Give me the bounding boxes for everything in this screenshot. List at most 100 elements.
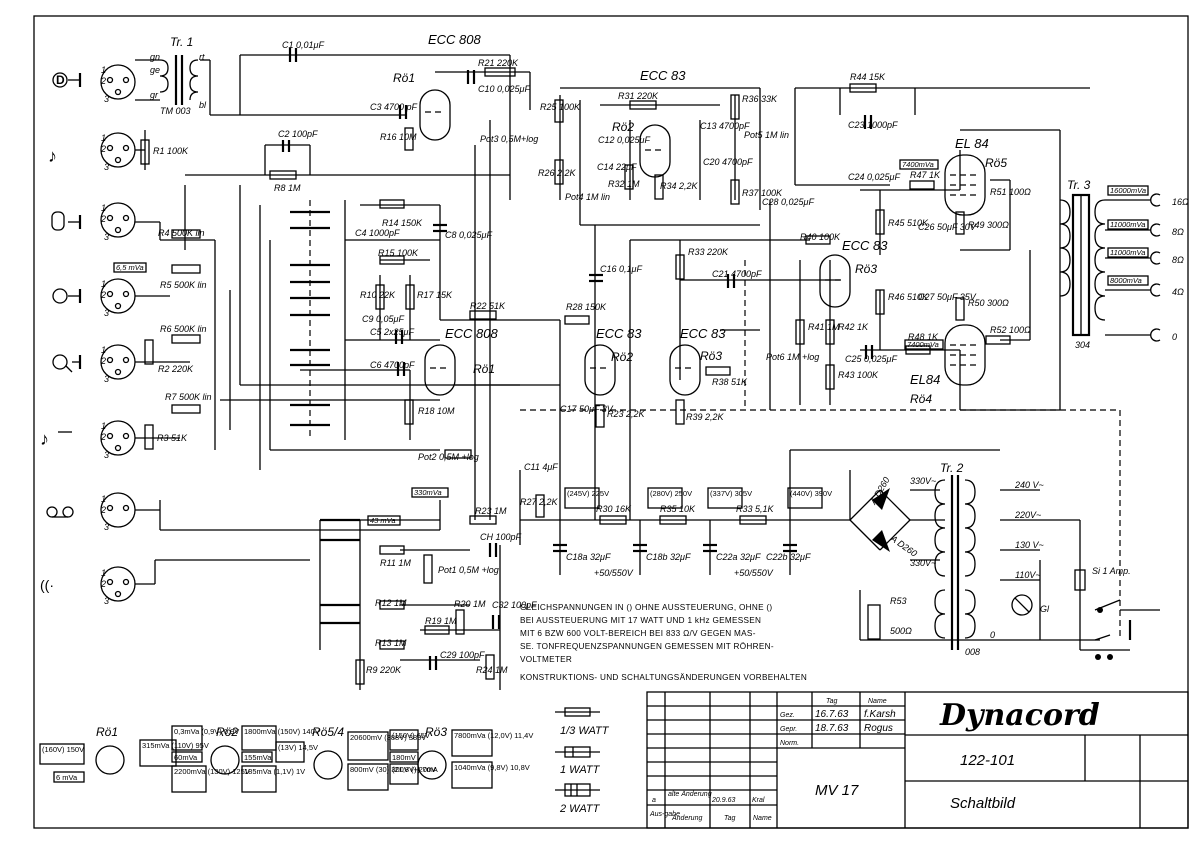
svg-text:220V~: 220V~	[1014, 510, 1041, 520]
svg-text:EL84: EL84	[910, 372, 940, 387]
microphone-icon	[51, 211, 65, 231]
svg-text:EL 84: EL 84	[955, 136, 989, 151]
svg-text:2: 2	[100, 214, 106, 224]
svg-text:Rö1: Rö1	[473, 362, 495, 376]
svg-text:CH 100pF: CH 100pF	[480, 532, 522, 542]
svg-text:Pot3 0,5M+log: Pot3 0,5M+log	[480, 134, 538, 144]
svg-text:R17 15K: R17 15K	[417, 290, 453, 300]
svg-text:gr: gr	[150, 90, 159, 100]
wiring	[135, 54, 1160, 690]
input-jack-4: 123	[52, 278, 136, 318]
svg-text:Pot5 1M lin: Pot5 1M lin	[744, 130, 789, 140]
pinouts: Rö1 (160V) 150V 315mVa (110V) 95V 6 mVa …	[39, 725, 533, 793]
svg-text:C5 2x25μF: C5 2x25μF	[370, 327, 414, 337]
svg-text:R23 2,2K: R23 2,2K	[607, 409, 646, 419]
svg-text:800mV (30) 300V (+) 7mA: 800mV (30) 300V (+) 7mA	[350, 765, 438, 774]
svg-text:18.7.63: 18.7.63	[815, 723, 849, 734]
svg-text:R33 5,1K: R33 5,1K	[736, 504, 775, 514]
svg-text:2: 2	[100, 579, 106, 589]
svg-text:3: 3	[104, 522, 109, 532]
fuse-icon	[1074, 569, 1086, 591]
svg-text:Si 1 Amp.: Si 1 Amp.	[1092, 566, 1131, 576]
svg-text:7400mVa: 7400mVa	[902, 160, 934, 169]
tube-ro2-mid	[584, 344, 616, 396]
title-block: Tag Name Gez. Gepr. Norm. 16.7.63 f.Kars…	[646, 691, 1189, 829]
svg-text:f.Karsh: f.Karsh	[864, 709, 896, 720]
svg-text:R34 2,2K: R34 2,2K	[660, 181, 699, 191]
input-jack-6: ♪ 123	[40, 420, 136, 460]
svg-text:C11 4μF: C11 4μF	[524, 462, 558, 472]
svg-text:C14 22μF: C14 22μF	[597, 162, 637, 172]
svg-text:8000mVa: 8000mVa	[1110, 276, 1142, 285]
svg-text:240 V~: 240 V~	[1014, 480, 1044, 490]
svg-text:Rö2: Rö2	[611, 350, 633, 364]
svg-text:180mV: 180mV	[392, 753, 416, 762]
svg-text:1: 1	[101, 65, 106, 75]
svg-text:bl: bl	[199, 100, 207, 110]
svg-text:1: 1	[101, 568, 106, 578]
component-bodies	[140, 48, 1011, 685]
svg-text:2200mVa (130V) 125V: 2200mVa (130V) 125V	[174, 767, 250, 776]
tube-ro3-low	[669, 344, 701, 396]
svg-text:(337V) 305V: (337V) 305V	[710, 489, 752, 498]
svg-text:(150V) 65V: (150V) 65V	[392, 731, 430, 740]
svg-text:(440V) 390V: (440V) 390V	[790, 489, 832, 498]
svg-text:Tag: Tag	[724, 815, 736, 822]
tr2-label: Tr. 2	[940, 461, 964, 475]
svg-text:ECC 83: ECC 83	[842, 238, 888, 253]
svg-text:C24 0,025μF: C24 0,025μF	[848, 172, 900, 182]
svg-text:2: 2	[100, 505, 106, 515]
dynacord-logo: Dynacord	[939, 698, 1100, 733]
svg-text:C12 0,025μF: C12 0,025μF	[598, 135, 650, 145]
svg-text:330V~: 330V~	[910, 558, 936, 568]
svg-text:C2 100pF: C2 100pF	[278, 129, 318, 139]
svg-text:A D260: A D260	[888, 533, 919, 559]
svg-text:C10 0,025μF: C10 0,025μF	[478, 84, 530, 94]
svg-text:2: 2	[100, 144, 106, 154]
svg-text:11000mVa: 11000mVa	[1110, 220, 1145, 229]
svg-text:R13 1M: R13 1M	[375, 638, 407, 648]
svg-text:16.7.63: 16.7.63	[815, 709, 849, 720]
svg-text:2 WATT: 2 WATT	[559, 803, 601, 815]
svg-text:3: 3	[104, 308, 109, 318]
svg-text:Rö4: Rö4	[910, 392, 932, 406]
svg-text:315mVa (110V) 95V: 315mVa (110V) 95V	[142, 741, 209, 750]
svg-text:11000mVa: 11000mVa	[1110, 248, 1145, 257]
svg-text:R14 150K: R14 150K	[382, 218, 423, 228]
svg-text:MIT 6 BZW 600 VOLT-BEREICH BEI: MIT 6 BZW 600 VOLT-BEREICH BEI 833 Ω/V G…	[520, 629, 756, 638]
input-jack-1: D 123	[52, 64, 136, 104]
svg-text:(245V) 225V: (245V) 225V	[567, 489, 609, 498]
svg-text:R33 220K: R33 220K	[688, 247, 729, 257]
svg-text:R12 1M: R12 1M	[375, 598, 407, 608]
tr3-label: Tr. 3	[1067, 178, 1091, 192]
svg-text:+50/550V: +50/550V	[594, 568, 634, 578]
svg-text:C26 50μF 30V: C26 50μF 30V	[918, 222, 977, 232]
svg-text:2: 2	[100, 290, 106, 300]
svg-text:Rö1: Rö1	[393, 71, 415, 85]
svg-text:R42 1K: R42 1K	[838, 322, 869, 332]
svg-text:2: 2	[100, 356, 106, 366]
radiating-speaker-icon: ((·	[40, 577, 54, 593]
svg-text:R32 1M: R32 1M	[608, 179, 640, 189]
svg-text:R2 220K: R2 220K	[158, 364, 194, 374]
svg-text:1 WATT: 1 WATT	[560, 764, 601, 776]
svg-text:SE. TONFREQUENZSPANNUNGEN GEME: SE. TONFREQUENZSPANNUNGEN GEMESSEN MIT R…	[520, 641, 774, 651]
svg-text:Name: Name	[753, 815, 772, 822]
svg-text:Pot2 0,5M +log: Pot2 0,5M +log	[418, 452, 479, 462]
drawing-title: Schaltbild	[950, 795, 1016, 812]
svg-text:R51 100Ω: R51 100Ω	[990, 187, 1031, 197]
svg-text:R35 10K: R35 10K	[660, 504, 696, 514]
svg-text:1: 1	[101, 133, 106, 143]
svg-text:(160V) 150V: (160V) 150V	[42, 745, 84, 754]
r53-icon	[867, 604, 881, 640]
svg-text:(13V) 14,5V: (13V) 14,5V	[278, 743, 318, 752]
svg-text:ECC 808: ECC 808	[428, 32, 482, 47]
input-jack-2: ♪ 123	[48, 132, 136, 172]
svg-text:ge: ge	[150, 65, 160, 75]
svg-text:6 mVa: 6 mVa	[56, 773, 78, 782]
tube-ro1-mid	[424, 344, 456, 396]
svg-text:R1 100K: R1 100K	[153, 146, 189, 156]
tube-ro2-top	[639, 124, 671, 178]
svg-text:R31 220K: R31 220K	[618, 91, 659, 101]
